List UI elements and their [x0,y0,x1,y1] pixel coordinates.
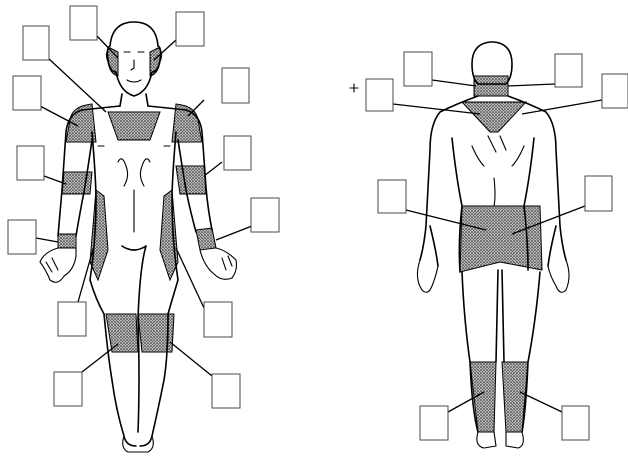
back-box-ankle-right[interactable] [562,406,589,440]
back-box-lower-back-right[interactable] [585,176,612,211]
front-elbow-right-shade [176,166,206,194]
front-box-head-left[interactable] [70,6,97,40]
back-hand-right [548,260,569,292]
front-box-knee-right[interactable] [212,374,240,408]
front-box-wrist-right[interactable] [251,198,279,232]
front-box-knee-left[interactable] [54,372,82,406]
front-neck-shade [108,112,160,140]
front-box-upper-arm-right[interactable] [222,68,249,103]
front-box-hip-left[interactable] [58,302,86,336]
front-face-features [124,52,144,82]
front-box-hip-right[interactable] [204,302,232,337]
front-wrist-right-shade [196,228,216,250]
front-chest-details [98,146,170,232]
front-box-shoulder-left[interactable] [13,76,41,110]
front-hand-left [40,248,76,282]
front-box-wrist-left[interactable] [8,220,36,254]
front-feet [123,436,154,452]
front-wrist-left-shade [58,234,76,248]
front-hip-left-shade [90,190,108,280]
back-lower-shade [460,206,542,272]
back-feet [477,432,523,448]
back-box-ankle-left[interactable] [420,406,448,440]
back-legs-outline [462,270,540,432]
front-knee-left-shade [106,314,138,352]
back-spine-details [472,136,524,206]
back-box-neck-right[interactable] [555,54,582,87]
front-hand-right [200,248,237,279]
back-neck-shade [474,76,508,96]
front-box-elbow-left[interactable] [17,146,44,180]
back-box-lower-back-left[interactable] [378,180,406,213]
front-box-head-right[interactable] [176,12,204,46]
back-box-neck-left[interactable] [404,52,432,86]
front-hip-right-shade [160,190,178,280]
back-upper-shade [462,102,526,132]
back-box-upper-back-left[interactable] [366,79,393,111]
back-box-upper-back-right[interactable] [602,74,628,108]
back-hand-left [417,260,438,292]
front-box-neck-left[interactable] [23,26,49,60]
front-box-elbow-right[interactable] [224,136,251,170]
crosshair-mark [350,84,358,92]
